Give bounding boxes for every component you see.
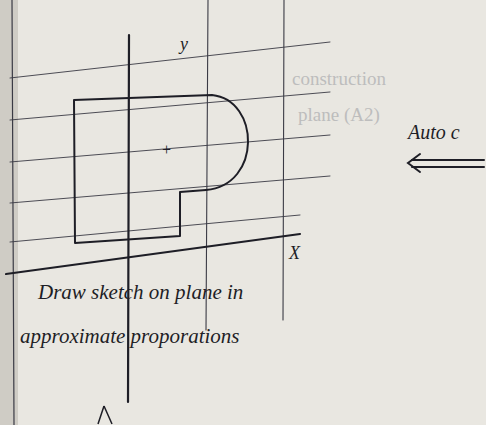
origin-mark: + <box>162 140 171 159</box>
note-text: Auto c <box>408 120 460 144</box>
watermark-text: plane (A2) <box>298 104 380 127</box>
double-arrow <box>408 154 484 172</box>
caption-note: Draw sketch on plane in approximate prop… <box>20 270 252 358</box>
axis-label: X <box>289 243 300 265</box>
grid-lines <box>10 0 330 425</box>
p-shape-outline <box>74 95 248 243</box>
page-shadow <box>0 0 18 425</box>
pen-mark <box>98 406 112 424</box>
axis-label: y <box>180 34 188 56</box>
axes <box>6 35 300 402</box>
watermark-text: construction <box>292 68 386 91</box>
